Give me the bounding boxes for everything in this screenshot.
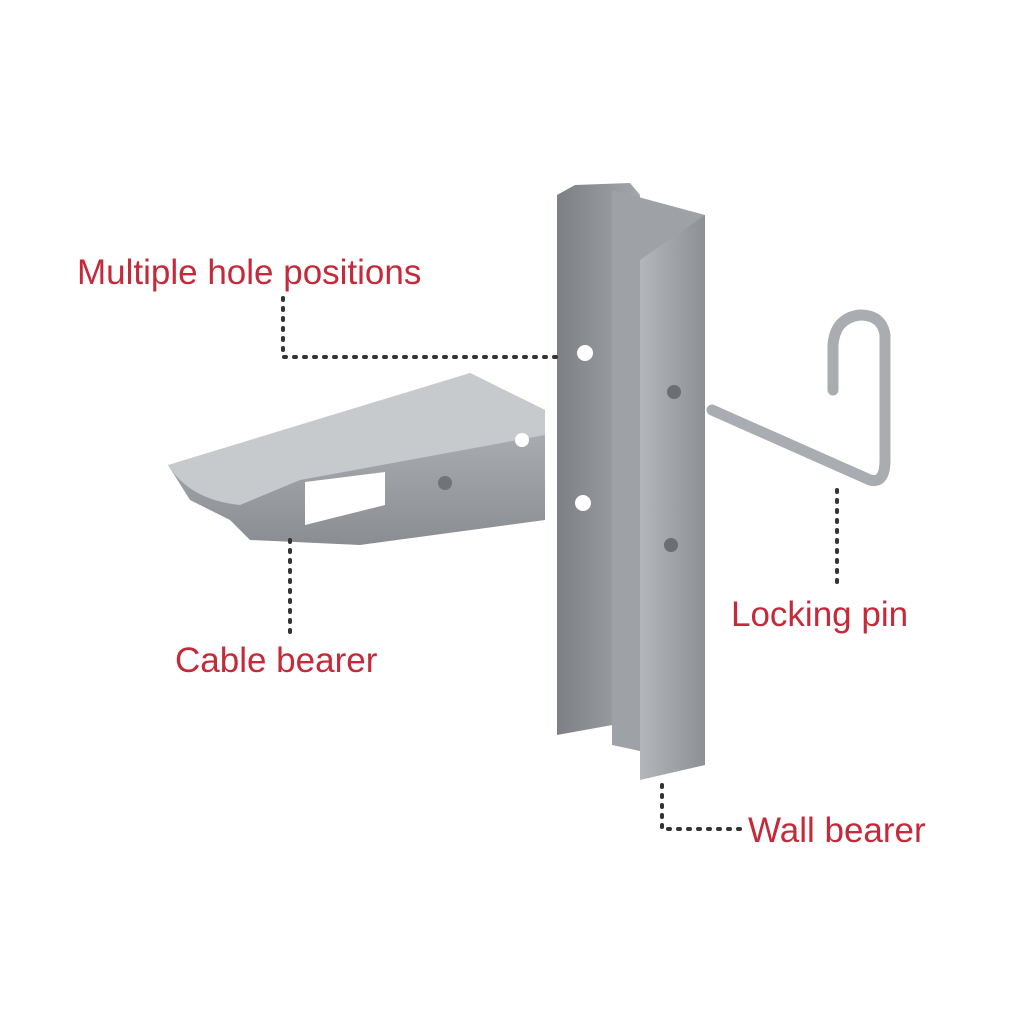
label-wall-bearer: Wall bearer bbox=[748, 811, 926, 850]
cable-bearer-part bbox=[168, 373, 545, 545]
label-cable-bearer: Cable bearer bbox=[175, 641, 378, 680]
wall-bearer-part bbox=[557, 183, 705, 780]
leader-wall-bearer bbox=[660, 783, 742, 831]
leader-hole-positions bbox=[281, 296, 558, 359]
label-hole-positions: Multiple hole positions bbox=[77, 253, 422, 292]
locking-pin-part bbox=[706, 309, 891, 487]
leader-lines bbox=[281, 296, 839, 831]
label-locking-pin: Locking pin bbox=[731, 595, 909, 634]
